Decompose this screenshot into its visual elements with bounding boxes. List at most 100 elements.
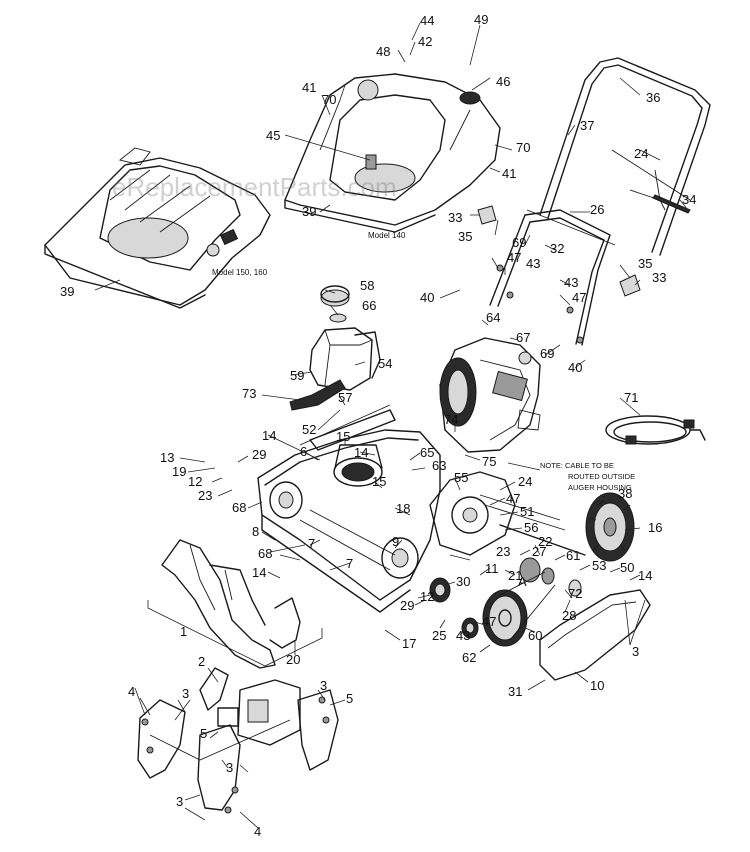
callout: 73 <box>242 386 256 401</box>
callout: 47 <box>572 290 586 305</box>
callout: 3 <box>176 794 183 809</box>
shroud-model-140 <box>284 73 501 233</box>
callout: 3 <box>226 760 233 775</box>
callout: 33 <box>448 210 462 225</box>
model-140-label: Model 140 <box>368 231 406 240</box>
callout: 55 <box>454 470 468 485</box>
callout: 29 <box>400 598 414 613</box>
callout: 3 <box>632 644 639 659</box>
callout: 36 <box>646 90 660 105</box>
callout: 69 <box>540 346 554 361</box>
callout: 59 <box>290 368 304 383</box>
callout: 35 <box>638 256 652 271</box>
callout: 45 <box>266 128 280 143</box>
callout: 44 <box>420 13 434 28</box>
callout: 1 <box>180 624 187 639</box>
callout: 65 <box>420 445 434 460</box>
svg-text:AUGER HOUSING: AUGER HOUSING <box>568 483 632 492</box>
callout: 4 <box>254 824 261 839</box>
callout: 32 <box>550 241 564 256</box>
callout: 70 <box>516 140 530 155</box>
callout: 47 <box>507 250 521 265</box>
skid-shoe-assembly <box>137 667 339 814</box>
auger-housing <box>257 404 441 613</box>
callout: 29 <box>252 447 266 462</box>
callout: 46 <box>496 74 510 89</box>
svg-text:NOTE: CABLE TO BE: NOTE: CABLE TO BE <box>540 461 614 470</box>
watermark: eReplacementParts.com <box>112 172 397 202</box>
callout: 37 <box>580 118 594 133</box>
callout: 66 <box>362 298 376 313</box>
leader-lines <box>94 22 689 829</box>
callout: 20 <box>286 652 300 667</box>
callout: 40 <box>568 360 582 375</box>
handle-assembly <box>477 57 711 346</box>
callout: 62 <box>462 650 476 665</box>
svg-text:ROUTED OUTSIDE: ROUTED OUTSIDE <box>568 472 635 481</box>
callout: 17 <box>402 636 416 651</box>
callout: 15 <box>372 474 386 489</box>
cable-routing-note: NOTE: CABLE TO BE ROUTED OUTSIDE AUGER H… <box>540 461 635 492</box>
wheel <box>585 492 635 562</box>
callout: 16 <box>648 520 662 535</box>
callout: 43 <box>456 628 470 643</box>
callout: 51 <box>520 504 534 519</box>
callout: 70 <box>322 92 336 107</box>
callout: 64 <box>486 310 500 325</box>
callout: 23 <box>496 544 510 559</box>
callout: 21 <box>508 568 522 583</box>
callout: 22 <box>538 534 552 549</box>
callout: 53 <box>592 558 606 573</box>
callout: 14 <box>638 568 652 583</box>
auger-spiral <box>147 539 323 669</box>
callout: 39 <box>302 204 316 219</box>
callout: 7 <box>308 536 315 551</box>
callout: 13 <box>160 450 174 465</box>
callout: 38 <box>618 486 632 501</box>
callout: 30 <box>456 574 470 589</box>
callout: 3 <box>182 686 189 701</box>
callout: 7 <box>346 556 353 571</box>
callout: 24 <box>634 146 648 161</box>
callout: 35 <box>458 229 472 244</box>
callout: 40 <box>420 290 434 305</box>
callout: 48 <box>376 44 390 59</box>
callout: 14 <box>252 565 266 580</box>
callout: 6 <box>300 444 307 459</box>
callout: 27 <box>532 544 546 559</box>
callout: 39 <box>60 284 74 299</box>
callout: 61 <box>566 548 580 563</box>
callout: 71 <box>624 390 638 405</box>
callout: 14 <box>262 428 276 443</box>
callout: 28 <box>562 608 576 623</box>
callout: 50 <box>620 560 634 575</box>
callout: 72 <box>568 586 582 601</box>
callout: 12 <box>188 474 202 489</box>
callout: 31 <box>508 684 522 699</box>
callout: 58 <box>360 278 374 293</box>
callout: 5 <box>200 726 207 741</box>
callout: 4 <box>128 684 135 699</box>
drive-assembly <box>429 471 651 681</box>
callout: 74 <box>444 412 458 427</box>
callout: 5 <box>346 691 353 706</box>
callout: 2 <box>198 654 205 669</box>
callout: 43 <box>564 275 578 290</box>
callout: 8 <box>252 524 259 539</box>
callout: 68 <box>258 546 272 561</box>
callout: 42 <box>418 34 432 49</box>
callout: 67 <box>516 330 530 345</box>
callout: 14 <box>354 445 368 460</box>
callout: 26 <box>590 202 604 217</box>
callout: 56 <box>524 520 538 535</box>
model-150-160-label: Model 150, 160 <box>212 268 268 277</box>
callout: 69 <box>512 235 526 250</box>
callout: 54 <box>378 356 392 371</box>
callout: 23 <box>198 488 212 503</box>
callout: 25 <box>432 628 446 643</box>
callout-numbers: 44 49 48 42 41 70 46 36 37 45 70 41 24 3… <box>60 12 696 839</box>
callout: 33 <box>652 270 666 285</box>
callout: 57 <box>338 390 352 405</box>
callout: 19 <box>172 464 186 479</box>
